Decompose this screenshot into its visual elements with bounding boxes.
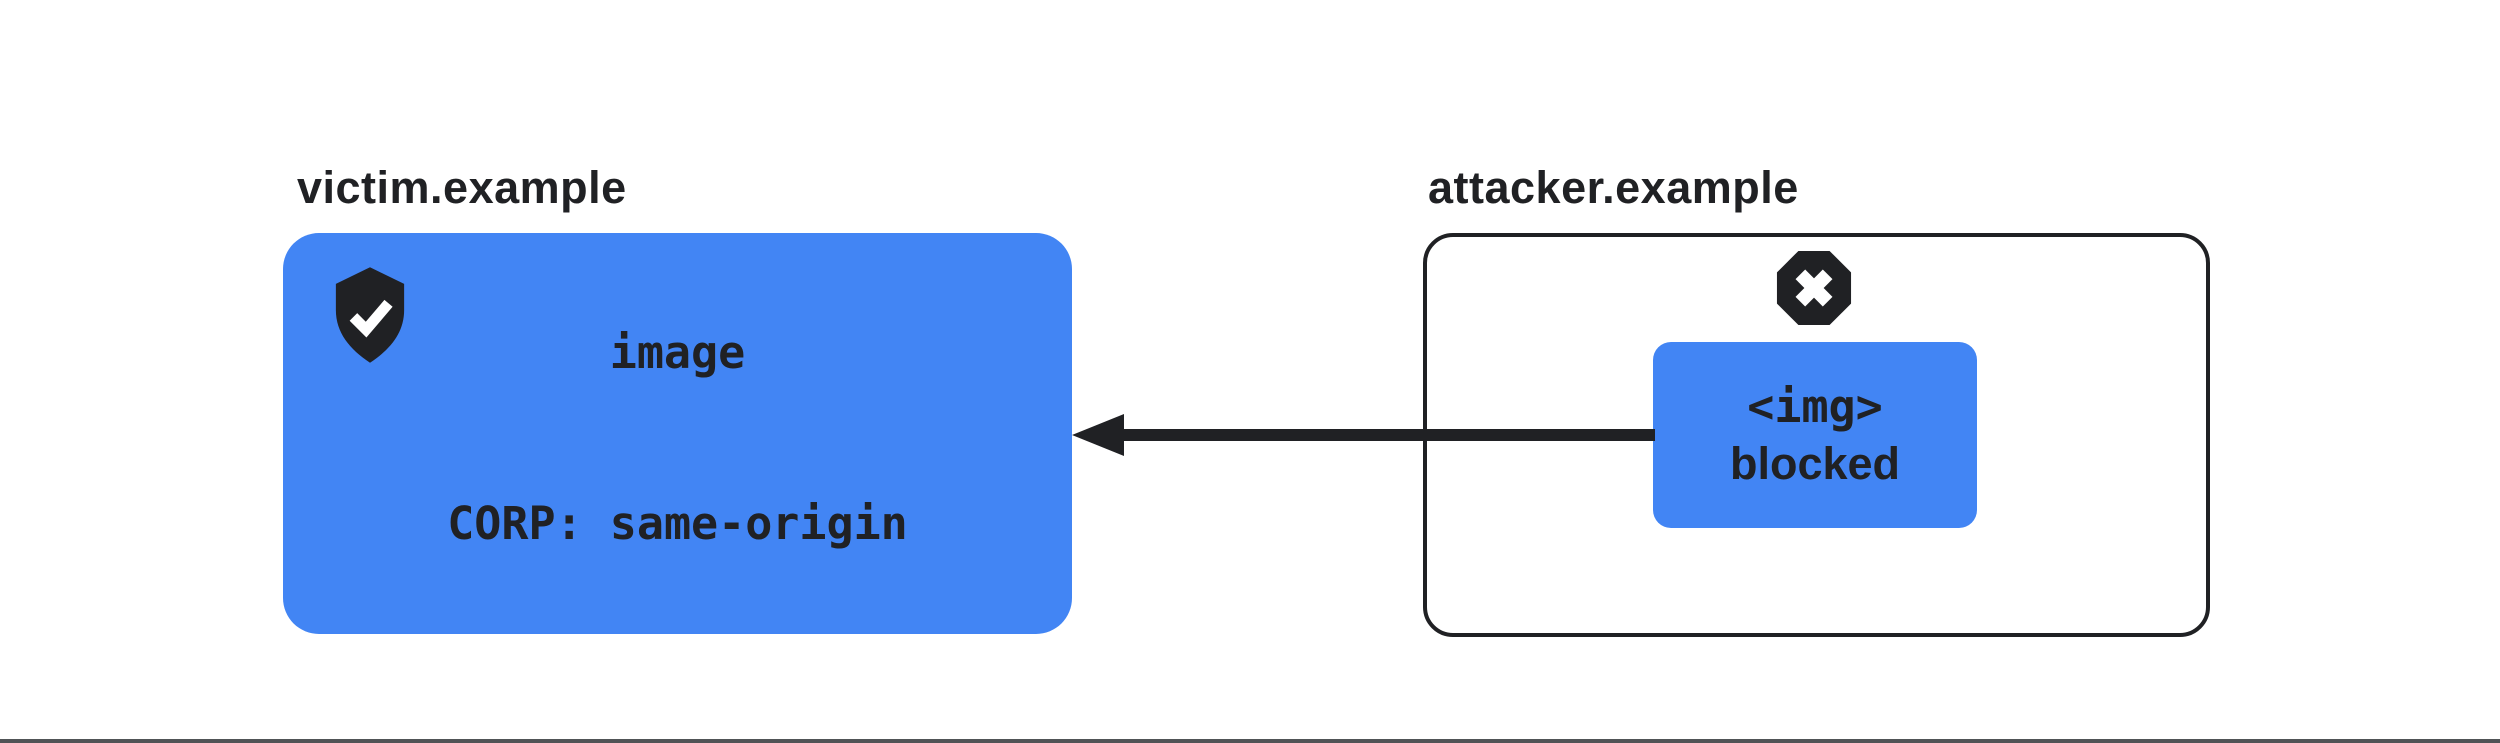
- blocked-img-box: <img> blocked: [1653, 342, 1977, 528]
- victim-resource-text: image CORP: same-origin: [447, 202, 908, 666]
- victim-resource-line1: image: [609, 325, 746, 379]
- blocked-status-text: blocked: [1729, 437, 1901, 489]
- request-arrow: [1072, 414, 1655, 456]
- blocked-img-tag-text: <img>: [1747, 379, 1883, 433]
- shield-check-icon: [335, 267, 405, 363]
- bottom-divider: [0, 739, 2500, 743]
- attacker-domain-label: attacker.example: [1428, 162, 1799, 213]
- victim-domain-label: victim.example: [297, 162, 627, 213]
- victim-resource-line2: CORP: same-origin: [447, 496, 908, 550]
- victim-resource-box: image CORP: same-origin: [283, 233, 1072, 634]
- blocked-octagon-icon: [1776, 250, 1852, 326]
